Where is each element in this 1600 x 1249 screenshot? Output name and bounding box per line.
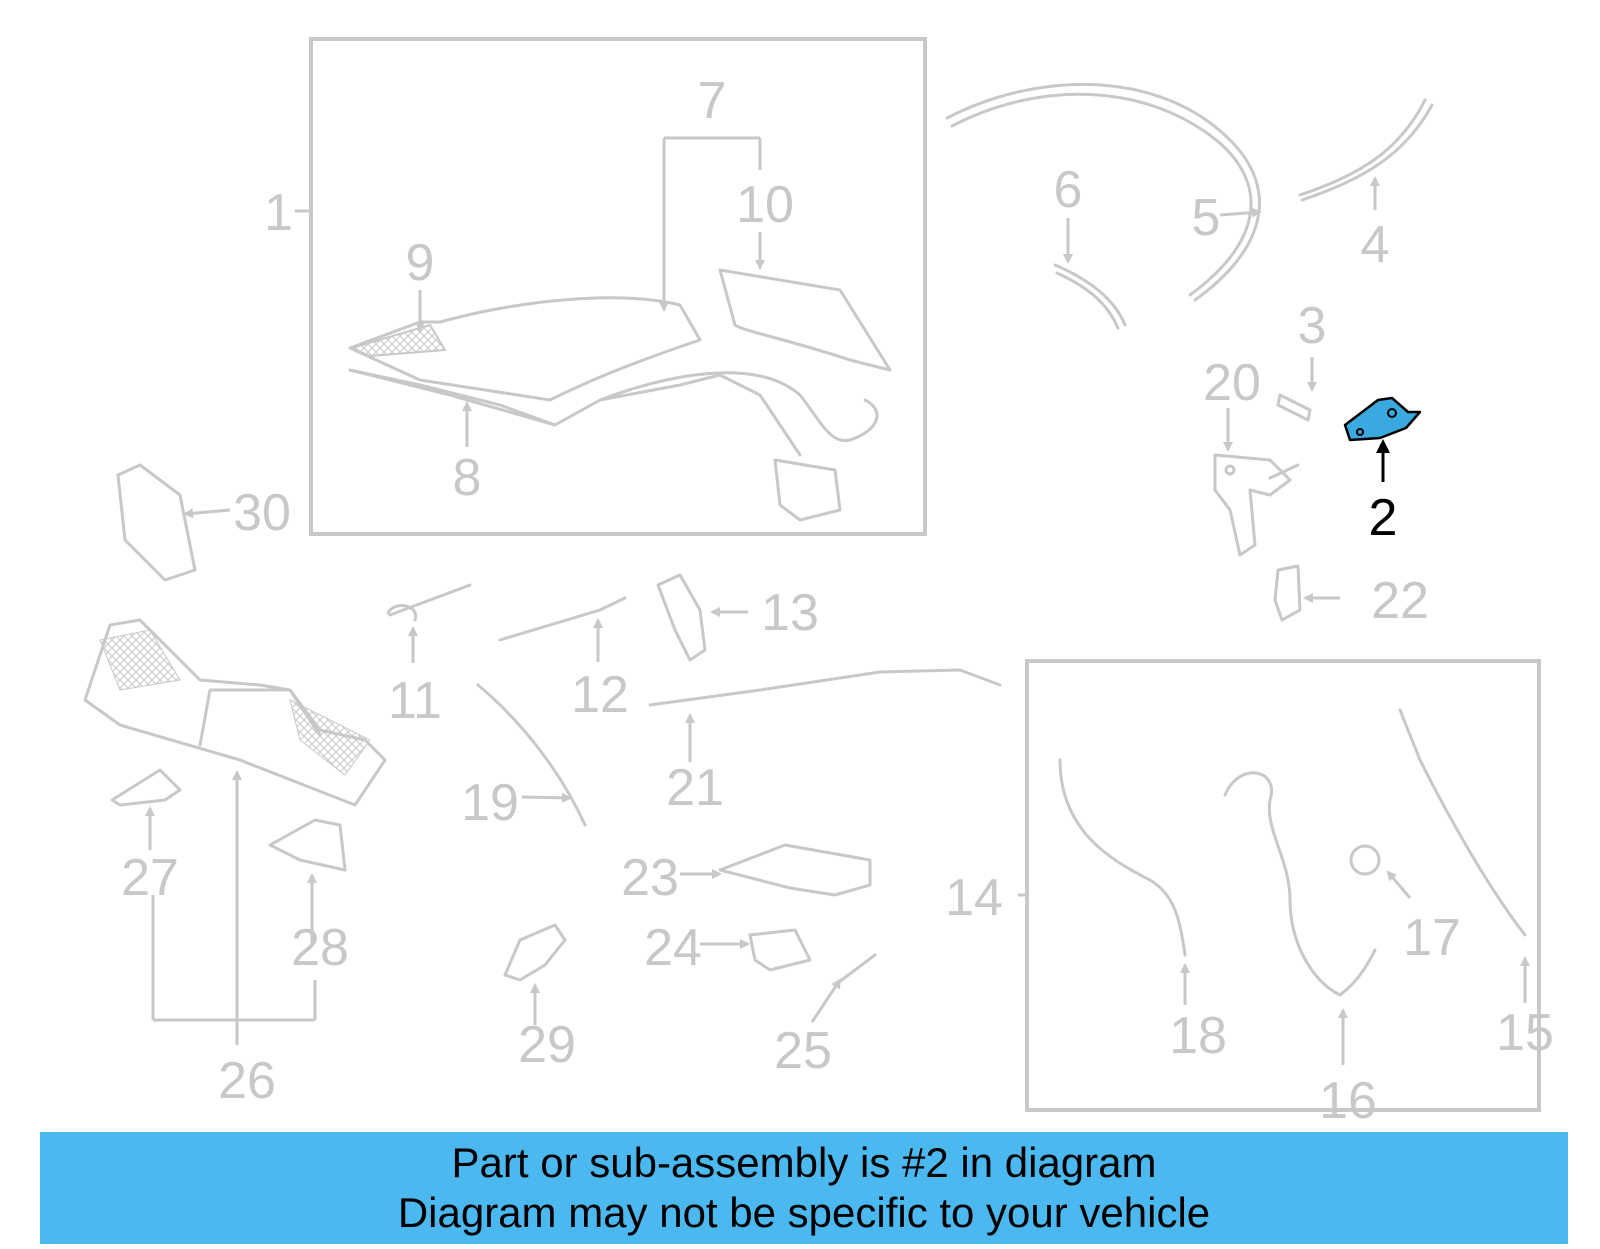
- callout-16: 16: [1319, 1072, 1377, 1130]
- callout-17: 17: [1403, 909, 1461, 967]
- callout-5: 5: [1192, 189, 1221, 247]
- callout-30: 30: [233, 484, 291, 542]
- callout-20: 20: [1203, 354, 1261, 412]
- cover-30-part: [116, 463, 197, 582]
- part-25: [833, 953, 877, 987]
- callout-2: 2: [1369, 489, 1398, 547]
- callout-1: 1: [264, 184, 293, 242]
- callout-3: 3: [1298, 297, 1327, 355]
- callout-25: 25: [774, 1022, 832, 1080]
- callout-23: 23: [621, 849, 679, 907]
- callout-11: 11: [388, 672, 442, 730]
- part-17: [1349, 844, 1381, 876]
- callout-8: 8: [453, 449, 482, 507]
- part-11: [386, 583, 472, 622]
- part-13: [656, 573, 707, 662]
- wind-deflector-part: [83, 618, 387, 807]
- callout-24: 24: [644, 919, 702, 977]
- highlighted-part-2: [1343, 396, 1422, 482]
- callout-14: 14: [945, 869, 1003, 927]
- callout-28: 28: [291, 919, 349, 977]
- seal-parts: [945, 82, 1434, 330]
- callout-12: 12: [571, 666, 629, 724]
- part-16: [1223, 771, 1377, 997]
- assembly-box-wiring: [1025, 659, 1541, 1112]
- pin-part: [1276, 393, 1312, 422]
- info-banner: Part or sub-assembly is #2 in diagram Di…: [40, 1132, 1568, 1244]
- callout-9: 9: [406, 234, 435, 292]
- assembly-box-top: [309, 37, 927, 536]
- callout-27: 27: [121, 849, 179, 907]
- banner-line-2: Diagram may not be specific to your vehi…: [397, 1189, 1211, 1236]
- clip-27-part: [110, 768, 182, 807]
- callout-22: 22: [1371, 572, 1429, 630]
- part-18: [1058, 758, 1187, 957]
- callout-10: 10: [736, 176, 794, 234]
- latch-29-part: [503, 923, 567, 982]
- latch-part: [1213, 453, 1300, 557]
- part-23: [718, 843, 872, 897]
- part-24: [748, 928, 812, 972]
- banner-line-1: Part or sub-assembly is #2 in diagram: [451, 1139, 1157, 1186]
- callout-arrows: [145, 136, 1530, 1065]
- callout-6: 6: [1054, 161, 1083, 219]
- convertible-top-part: [348, 268, 892, 522]
- callout-21: 21: [666, 759, 724, 817]
- callout-29: 29: [518, 1016, 576, 1074]
- part-19: [476, 683, 587, 827]
- part-12: [498, 596, 627, 642]
- callout-4: 4: [1361, 216, 1390, 274]
- callout-18: 18: [1169, 1007, 1227, 1065]
- bracket-22-part: [1273, 564, 1302, 622]
- bracket-28-part: [268, 818, 347, 872]
- callout-7: 7: [698, 72, 727, 130]
- callout-19: 19: [461, 774, 519, 832]
- callout-13: 13: [761, 584, 819, 642]
- part-21: [648, 668, 1002, 707]
- callout-26: 26: [218, 1052, 276, 1110]
- callout-15: 15: [1496, 1004, 1554, 1062]
- part-15: [1398, 708, 1527, 937]
